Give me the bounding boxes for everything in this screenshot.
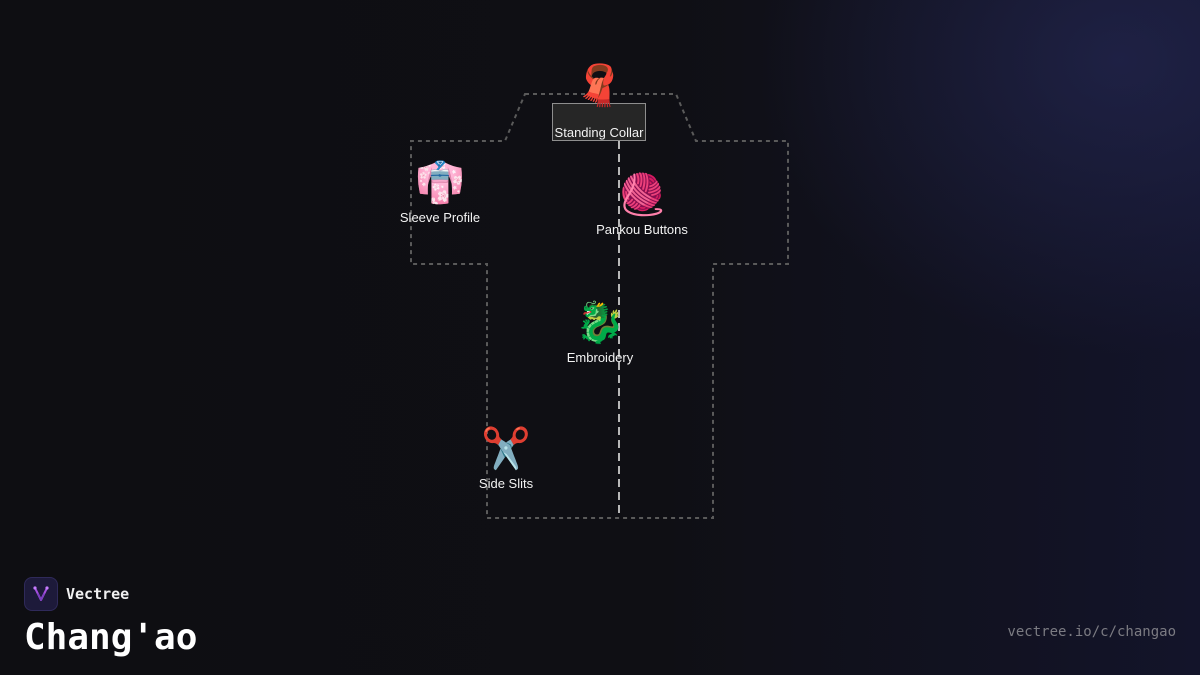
node-label: Pankou Buttons (596, 222, 688, 237)
brand-name[interactable]: Vectree (66, 585, 130, 603)
node-sleeve-profile[interactable]: 👘 Sleeve Profile (400, 160, 480, 225)
yarn-icon: 🧶 (617, 172, 667, 218)
garment-outline (410, 93, 789, 519)
dragon-icon: 🐉 (575, 300, 625, 346)
scissors-icon: ✂️ (481, 426, 531, 472)
collar-box (552, 103, 646, 141)
node-label: Sleeve Profile (399, 210, 481, 225)
brand-block: Vectree Chang'ao (24, 577, 197, 658)
scarf-icon: 🧣 (574, 63, 624, 109)
node-label: Side Slits (478, 476, 534, 491)
node-side-slits[interactable]: ✂️ Side Slits (479, 426, 533, 491)
page-title: Chang'ao (24, 617, 198, 658)
node-embroidery[interactable]: 🐉 Embroidery (567, 300, 633, 365)
page-url[interactable]: vectree.io/c/changao (1007, 624, 1176, 640)
collar-label: Standing Collar (554, 125, 644, 140)
node-pankou-buttons[interactable]: 🧶 Pankou Buttons (596, 172, 688, 237)
node-label: Embroidery (566, 350, 634, 365)
tree-fork-icon (33, 586, 49, 601)
kimono-icon: 👘 (415, 160, 465, 206)
vectree-logo-icon[interactable] (24, 577, 58, 611)
